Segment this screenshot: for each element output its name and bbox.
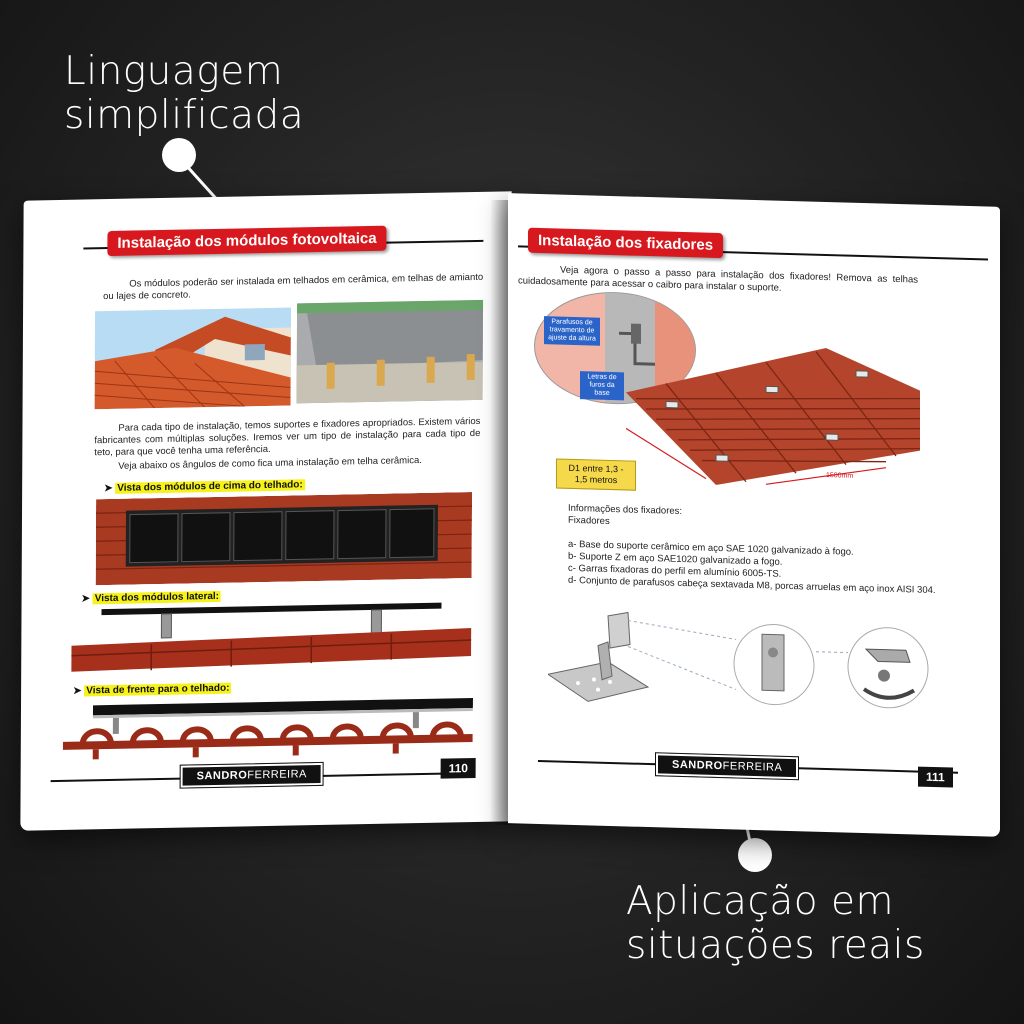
photo-concrete-slab [296,299,484,404]
right-page-number: 111 [918,766,953,788]
diagram-bracket-parts [548,604,968,726]
right-page-title: Instalação dos fixadores [528,227,724,259]
subhead-view-front-text: Vista de frente para o telhado: [84,682,232,697]
left-brand-bold: SANDRO [196,769,248,783]
callout-bottom-line1: Aplicação em [626,879,895,924]
diagram-view-top [95,492,473,586]
dim-1500-label: 1500mm [826,472,854,480]
left-brand: SANDROFERREIRA [179,761,324,789]
diagram-view-side [71,598,472,676]
left-page-title: Instalação dos módulos fotovoltaica [107,225,387,257]
callout-bottom-line2: situações reais [626,923,925,968]
right-brand-bold: SANDRO [672,758,723,773]
left-intro: Os módulos poderão ser instalada em telh… [103,271,484,303]
left-page: Instalação dos módulos fotovoltaica Os m… [20,191,512,831]
label-screws: Parafusos de travamento de ajuste da alt… [544,316,600,346]
callout-bottom: Aplicação em situações reais [626,880,925,968]
photo-tile-roof [94,307,292,410]
callout-top-line2: simplificada [64,93,305,138]
callout-bottom-dot [738,838,772,872]
callout-top-line1: Linguagem [64,49,284,94]
right-page: Instalação dos fixadores Veja agora o pa… [508,193,1000,837]
subhead-view-top-text: Vista dos módulos de cima do telhado: [115,479,305,494]
right-brand: SANDROFERREIRA [654,752,800,781]
right-intro: Veja agora o passo a passo para instalaç… [518,264,918,294]
left-body1: Para cada tipo de instalação, temos supo… [94,415,481,459]
label-holes: Letras de furos da base [580,371,624,401]
subhead-view-top: ➤ Vista dos módulos de cima do telhado: [104,479,305,495]
diagram-view-front [62,692,473,764]
subhead-view-front: ➤ Vista de frente para o telhado: [73,682,232,697]
left-brand-light: FERREIRA [247,768,307,782]
d1-distance-box: D1 entre 1,3 - 1,5 metros [556,458,636,491]
left-page-number: 110 [440,757,477,779]
callout-top-dot [162,138,196,172]
diagram-roof-fixers [626,342,920,490]
callout-top: Linguagem simplificada [64,50,304,138]
right-brand-light: FERREIRA [722,760,783,774]
